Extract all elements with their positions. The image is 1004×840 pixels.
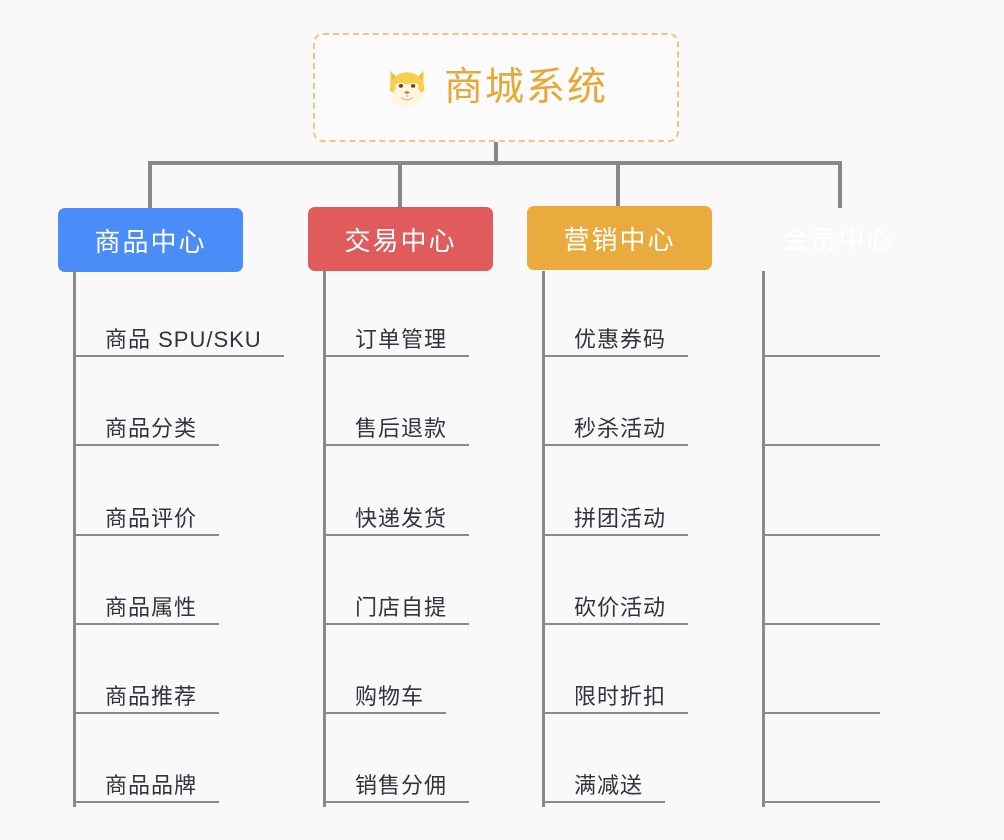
leaf-label: 拼团活动 [574,506,667,531]
leaf-spine [73,271,76,807]
leaf-item[interactable]: 购物车 [323,666,447,714]
leaf-label: 秒杀活动 [574,416,667,441]
leaf-label: 商品品牌 [105,773,198,798]
leaf-item[interactable]: 满减送 [542,755,666,803]
leaf-spine [323,271,326,807]
leaf-label: 订单管理 [355,327,448,352]
leaf-label: 限时折扣 [574,684,667,709]
leaf-item[interactable] [762,488,880,536]
connector-drop-2 [398,161,402,208]
leaf-label: 销售分佣 [355,773,448,798]
leaf-label: 商品 SPU/SKU [105,327,262,352]
category-title: 会员中心 [782,224,895,255]
leaf-label: 商品推荐 [105,684,198,709]
leaf-item[interactable]: 商品 SPU/SKU [73,309,284,357]
leaf-item[interactable]: 拼团活动 [542,488,689,536]
connector-drop-4 [838,161,842,208]
leaf-label: 门店自提 [355,595,448,620]
connector-root-stem [494,142,498,163]
leaf-item[interactable]: 商品属性 [73,577,220,625]
leaf-item[interactable]: 销售分佣 [323,755,470,803]
leaf-item[interactable]: 商品品牌 [73,755,220,803]
leaf-spine [542,271,545,807]
connector-trunk [150,161,842,165]
leaf-label: 商品属性 [105,595,198,620]
leaf-item[interactable]: 订单管理 [323,309,470,357]
leaf-item[interactable]: 商品评价 [73,488,220,536]
leaf-item[interactable] [762,666,880,714]
leaf-spine [762,271,765,807]
leaf-item[interactable] [762,398,880,446]
dog-face-icon [384,65,430,111]
leaf-label: 砍价活动 [574,595,667,620]
leaf-label: 商品分类 [105,416,198,441]
root-title: 商城系统 [443,66,608,109]
category-box-member-center[interactable]: 会员中心 [746,206,931,270]
category-box-product-center[interactable]: 商品中心 [58,208,243,272]
category-title: 交易中心 [344,225,457,256]
leaf-item[interactable]: 限时折扣 [542,666,689,714]
category-title: 商品中心 [94,226,207,257]
leaf-item[interactable] [762,577,880,625]
leaf-item[interactable]: 门店自提 [323,577,470,625]
leaf-item[interactable] [762,309,880,357]
leaf-label: 商品评价 [105,506,198,531]
leaf-label: 售后退款 [355,416,448,441]
category-box-trade-center[interactable]: 交易中心 [308,207,493,271]
connector-drop-1 [148,161,152,208]
root-node[interactable]: 商城系统 [313,33,679,142]
leaf-item[interactable]: 秒杀活动 [542,398,689,446]
leaf-item[interactable]: 快递发货 [323,488,470,536]
category-box-marketing-center[interactable]: 营销中心 [527,206,712,270]
leaf-item[interactable]: 商品分类 [73,398,220,446]
leaf-item[interactable]: 砍价活动 [542,577,689,625]
leaf-item[interactable]: 商品推荐 [73,666,220,714]
category-title: 营销中心 [563,224,676,255]
connector-drop-3 [616,161,620,208]
leaf-item[interactable] [762,755,880,803]
leaf-label: 优惠券码 [574,327,667,352]
leaf-item[interactable]: 售后退款 [323,398,470,446]
leaf-label: 满减送 [574,773,644,798]
leaf-label: 快递发货 [355,506,448,531]
leaf-item[interactable]: 优惠券码 [542,309,689,357]
leaf-label: 购物车 [355,684,425,709]
